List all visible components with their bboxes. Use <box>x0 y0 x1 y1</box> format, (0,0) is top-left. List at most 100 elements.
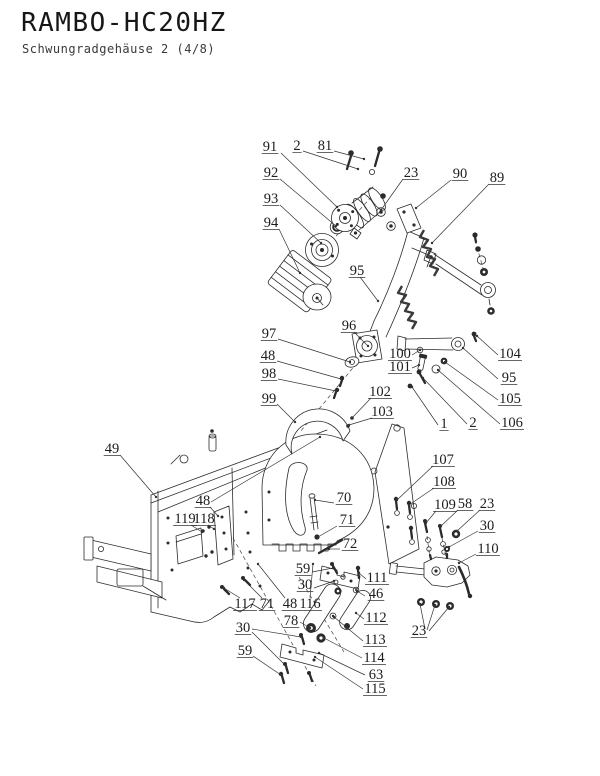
callout-71: 71 <box>316 512 356 539</box>
callout-110: 110 <box>457 541 500 565</box>
svg-text:59: 59 <box>296 561 311 577</box>
svg-text:101: 101 <box>389 359 411 375</box>
callout-72: 72 <box>327 536 359 552</box>
callout-108: 108 <box>407 474 456 507</box>
svg-text:1: 1 <box>440 416 447 432</box>
svg-text:70: 70 <box>337 490 352 506</box>
svg-text:110: 110 <box>477 541 498 557</box>
part-main-frame <box>83 429 328 623</box>
callout-46: 46 <box>355 586 385 602</box>
page-subtitle: Schwungradgehäuse 2 (4/8) <box>22 42 216 56</box>
callout-116: 116 <box>298 562 322 612</box>
svg-text:109: 109 <box>434 497 456 513</box>
callout-95: 95 <box>461 346 518 386</box>
page-title: RAMBO-HC20HZ <box>21 8 227 38</box>
svg-text:23: 23 <box>412 623 427 639</box>
part-rotor-drum <box>267 250 332 313</box>
svg-text:30: 30 <box>236 620 251 636</box>
callout-105: 105 <box>443 360 522 407</box>
callout-104: 104 <box>475 334 522 362</box>
svg-text:78: 78 <box>284 613 299 629</box>
callout-1: 1 <box>410 385 449 432</box>
svg-text:92: 92 <box>264 165 279 181</box>
callout-30: 30 <box>234 620 303 668</box>
part-back-panel <box>370 423 420 565</box>
callout-100: 100 <box>388 346 422 362</box>
callout-95: 95 <box>348 263 380 303</box>
part-chute-brackets <box>246 562 371 685</box>
callout-117: 117 <box>222 586 257 612</box>
svg-text:106: 106 <box>501 415 523 431</box>
callout-71: 71 <box>242 578 276 612</box>
callout-106: 106 <box>436 368 524 431</box>
callout-81: 81 <box>316 138 366 161</box>
svg-text:111: 111 <box>367 570 388 586</box>
callout-96: 96 <box>340 318 370 348</box>
callout-112: 112 <box>354 610 388 626</box>
svg-text:95: 95 <box>502 370 517 386</box>
callout-103: 103 <box>347 404 394 427</box>
callout-92: 92 <box>262 165 338 228</box>
svg-text:118: 118 <box>193 511 214 527</box>
callout-23: 23 <box>379 165 420 212</box>
svg-text:108: 108 <box>433 474 455 490</box>
callout-111: 111 <box>357 570 389 586</box>
callout-59: 59 <box>294 561 335 577</box>
part-scroll-housing <box>261 408 375 552</box>
part-hydraulic-motor <box>331 146 396 240</box>
svg-text:91: 91 <box>263 139 278 155</box>
svg-text:46: 46 <box>369 586 384 602</box>
svg-text:71: 71 <box>260 596 275 612</box>
svg-text:114: 114 <box>363 650 385 666</box>
svg-text:112: 112 <box>365 610 386 626</box>
svg-text:49: 49 <box>105 441 120 457</box>
svg-text:58: 58 <box>458 496 473 512</box>
svg-text:48: 48 <box>283 596 298 612</box>
svg-text:95: 95 <box>350 263 365 279</box>
svg-text:59: 59 <box>238 643 253 659</box>
callout-101: 101 <box>388 359 421 375</box>
callout-58: 58 <box>439 496 474 528</box>
callout-109: 109 <box>424 497 457 525</box>
callout-23: 23 <box>455 496 496 533</box>
callout-49: 49 <box>103 441 158 499</box>
callout-90: 90 <box>414 166 469 210</box>
svg-text:63: 63 <box>369 667 384 683</box>
svg-text:90: 90 <box>453 166 468 182</box>
svg-text:71: 71 <box>340 512 355 528</box>
callout-89: 89 <box>430 170 506 245</box>
svg-text:2: 2 <box>293 138 300 154</box>
callout-2: 2 <box>292 138 360 171</box>
svg-text:72: 72 <box>343 536 358 552</box>
svg-text:99: 99 <box>262 391 277 407</box>
svg-text:117: 117 <box>234 596 255 612</box>
svg-text:103: 103 <box>371 404 393 420</box>
callout-48: 48 <box>194 435 322 518</box>
callout-114: 114 <box>322 636 386 666</box>
svg-text:93: 93 <box>264 191 279 207</box>
callout-98: 98 <box>260 366 338 393</box>
callout-30: 30 <box>296 577 336 593</box>
svg-text:89: 89 <box>490 170 505 186</box>
svg-text:48: 48 <box>261 348 276 364</box>
svg-text:23: 23 <box>480 496 495 512</box>
svg-text:94: 94 <box>264 215 279 231</box>
callout-113: 113 <box>332 615 387 648</box>
svg-text:23: 23 <box>404 165 419 181</box>
svg-text:104: 104 <box>499 346 522 362</box>
part-link-arms <box>396 232 496 389</box>
callout-115: 115 <box>313 655 387 697</box>
callout-30: 30 <box>447 518 496 549</box>
svg-text:96: 96 <box>342 318 357 334</box>
svg-text:119: 119 <box>174 511 195 527</box>
svg-text:81: 81 <box>318 138 333 154</box>
callout-63: 63 <box>317 651 385 683</box>
svg-text:97: 97 <box>262 326 277 342</box>
callout-23: 23 <box>410 602 451 639</box>
callout-107: 107 <box>395 452 455 502</box>
callout-59: 59 <box>236 643 283 677</box>
svg-text:102: 102 <box>369 384 391 400</box>
svg-text:105: 105 <box>499 391 521 407</box>
